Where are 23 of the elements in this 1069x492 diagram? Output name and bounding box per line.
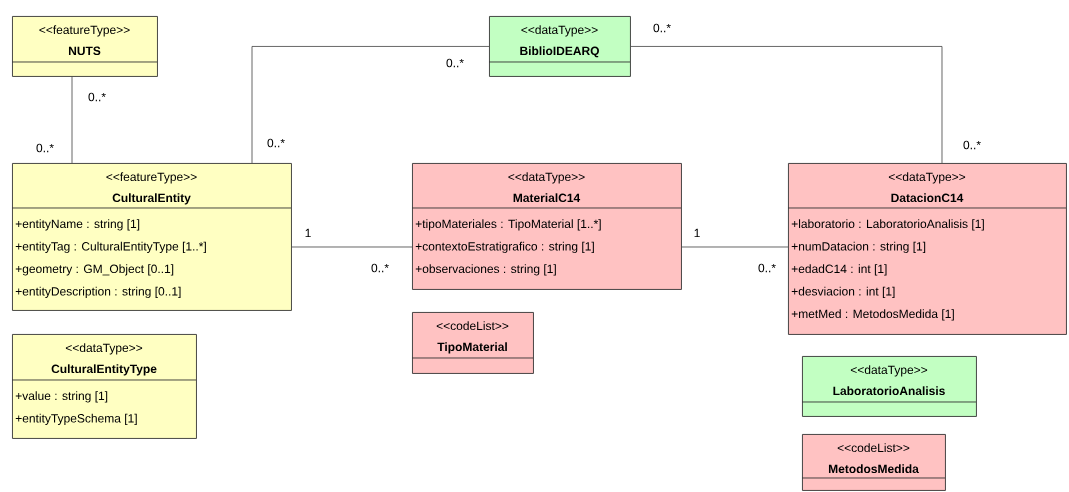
multiplicity-label: 0..*	[758, 263, 776, 273]
class-box: <<dataType>> CulturalEntityType +value : string [1] +entityTypeSchema [1]	[12, 334, 197, 439]
class-box: <<codeList>> TipoMaterial	[412, 312, 534, 374]
class-box: <<codeList>> MetodosMedida	[802, 434, 946, 491]
multiplicity-label: 0..*	[267, 138, 285, 148]
multiplicity-label: 0..*	[963, 140, 981, 150]
association-line	[681, 246, 789, 248]
multiplicity-label: 0..*	[371, 263, 389, 273]
multiplicity-label: 1	[305, 228, 311, 238]
class-box: <<dataType>> BiblioIDEARQ	[489, 16, 631, 77]
multiplicity-label: 1	[694, 228, 700, 238]
association-line	[291, 246, 413, 248]
class-box: <<dataType>> MaterialC14 +tipoMateriales : TipoMaterial [1..*] +contextoEstratigrafico : string [1] +observaciones : string [1]	[412, 163, 682, 290]
multiplicity-label: 0..*	[446, 58, 464, 68]
association-line	[71, 76, 73, 164]
class-box: <<dataType>> DatacionC14 +laboratorio : LaboratorioAnalisis [1] +numDatacion : string [1] +edadC14 : int [1] +desviacion : int [1] +metMed : MetodosMedida [1]	[788, 163, 1067, 335]
multiplicity-label: 0..*	[653, 23, 671, 33]
association-line	[630, 46, 943, 164]
class-box: <<featureType>> CulturalEntity +entityName : string [1] +entityTag : CulturalEntityType [1..*] +geometry : GM_Object [0..1] +entityDescription : string [0..1]	[12, 163, 292, 311]
association-line	[251, 46, 490, 164]
class-box: <<featureType>> NUTS	[12, 16, 158, 77]
multiplicity-label: 0..*	[88, 92, 106, 102]
class-box: <<dataType>> LaboratorioAnalisis	[802, 356, 977, 417]
